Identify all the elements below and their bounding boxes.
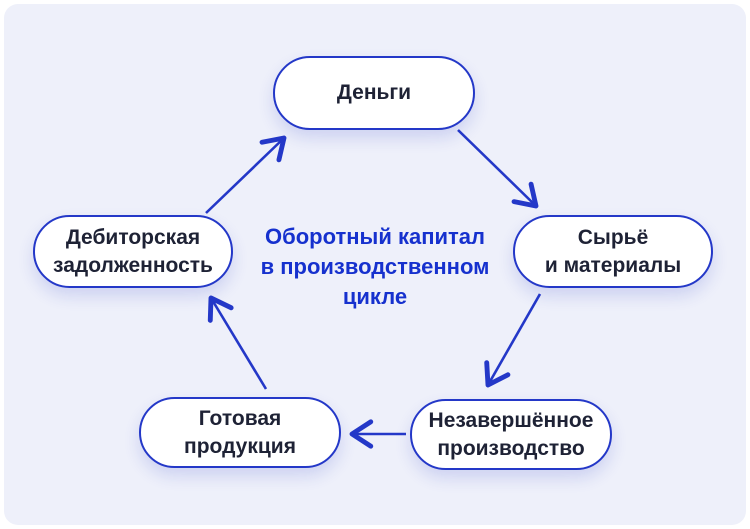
diagram-title: Оборотный капитал в производственном цик…: [260, 224, 490, 309]
node-accounts-receivable-label: Дебиторская задолженность: [53, 225, 213, 277]
node-finished-goods-label: Готовая продукция: [184, 406, 296, 458]
node-money-label: Деньги: [336, 81, 412, 105]
node-accounts-receivable: Дебиторская задолженность: [33, 215, 233, 288]
node-finished-goods: Готовая продукция: [139, 397, 341, 468]
node-work-in-progress-label: Незавершённое производство: [428, 408, 594, 460]
node-raw-materials: Сырьё и материалы: [513, 215, 713, 288]
node-raw-materials-label: Сырьё и материалы: [544, 225, 682, 277]
node-work-in-progress: Незавершённое производство: [410, 399, 612, 470]
node-money: Деньги: [273, 56, 475, 130]
